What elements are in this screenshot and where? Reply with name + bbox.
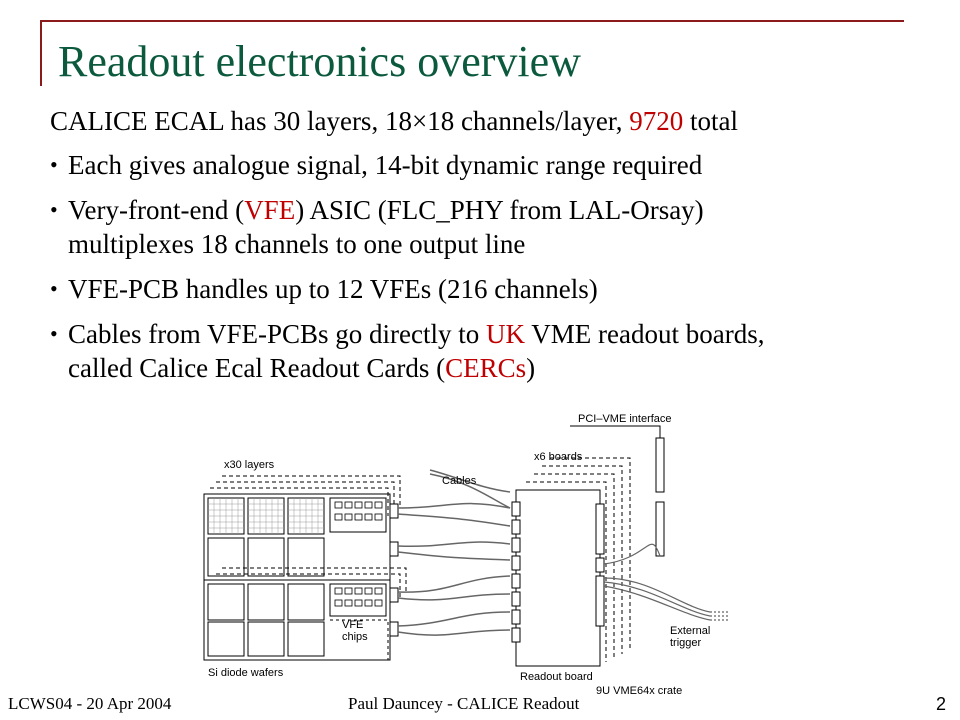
bullet-item: • Each gives analogue signal, 14-bit dyn… <box>48 148 928 182</box>
layers-label: x30 layers <box>224 459 275 471</box>
bullet-text-pre: Cables from VFE-PCBs go directly to <box>68 319 486 349</box>
crate-label: 9U VME64x crate <box>596 685 682 697</box>
trigger-label: trigger <box>670 637 702 649</box>
intro-line: CALICE ECAL has 30 layers, 18×18 channel… <box>50 106 738 137</box>
frame-left-rule <box>40 20 42 86</box>
bullet-icon: • <box>50 152 58 177</box>
frame-top-rule <box>40 20 904 22</box>
footer-author: Paul Dauncey - CALICE Readout <box>348 694 580 713</box>
bullet-icon: • <box>50 321 58 346</box>
bullet-text-pre: Very-front-end ( <box>68 195 245 225</box>
intro-part3: total <box>683 106 739 136</box>
bullet-text: Each gives analogue signal, 14-bit dynam… <box>68 150 703 180</box>
channel-total: 9720 <box>629 106 684 136</box>
boards-label: x6 boards <box>534 451 583 463</box>
vfe-highlight: VFE <box>244 195 296 225</box>
page-number: 2 <box>935 694 946 714</box>
pci-vme-interface <box>570 425 665 557</box>
intro-part2: 18 channels/layer, <box>427 106 630 136</box>
bullet-text: Cables from VFE-PCBs go directly to UK V… <box>68 319 764 383</box>
cables-label: Cables <box>442 475 477 487</box>
bullet-text-post: VME readout boards, <box>525 319 765 349</box>
wafer-lower <box>203 579 391 661</box>
bullet-text: VFE-PCB handles up to 12 VFEs (216 chann… <box>68 274 598 304</box>
cercs-highlight: CERCs <box>445 353 527 383</box>
bullet-item: • VFE-PCB handles up to 12 VFEs (216 cha… <box>48 272 928 306</box>
readout-board-label: Readout board <box>520 671 593 683</box>
wafers-label: Si diode wafers <box>208 667 284 679</box>
bullet-text-line2-pre: called Calice Ecal Readout Cards ( <box>68 353 446 383</box>
bullet-text-line2-post: ) <box>526 353 536 383</box>
bullet-list: • Each gives analogue signal, 14-bit dyn… <box>48 148 928 396</box>
bullet-item: • Cables from VFE-PCBs go directly to UK… <box>48 317 928 385</box>
bullet-item: • Very-front-end (VFE) ASIC (FLC_PHY fro… <box>48 193 928 261</box>
bullet-text: Very-front-end (VFE) ASIC (FLC_PHY from … <box>68 195 704 259</box>
footer-conference: LCWS04 - 20 Apr 2004 <box>8 694 172 713</box>
bullet-icon: • <box>50 197 58 222</box>
vfe-label: VFE <box>342 619 363 631</box>
intro-part1: CALICE ECAL has 30 layers, 18 <box>50 106 412 136</box>
bullet-text-post: ) ASIC (FLC_PHY from LAL-Orsay) <box>295 195 704 225</box>
readout-boards <box>515 457 631 667</box>
times-symbol: × <box>411 106 428 136</box>
uk-highlight: UK <box>486 319 525 349</box>
trigger-cables <box>603 543 730 621</box>
chips-label: chips <box>342 631 368 643</box>
pci-label: PCI–VME interface <box>578 413 672 425</box>
external-label: External <box>670 625 710 637</box>
cable-bundle <box>397 469 511 636</box>
bullet-icon: • <box>50 276 58 301</box>
slide-title: Readout electronics overview <box>58 37 581 86</box>
bullet-text-line2: multiplexes 18 channels to one output li… <box>68 229 526 259</box>
readout-diagram: x30 layers Cables x6 boards PCI–VME inte… <box>203 413 730 697</box>
